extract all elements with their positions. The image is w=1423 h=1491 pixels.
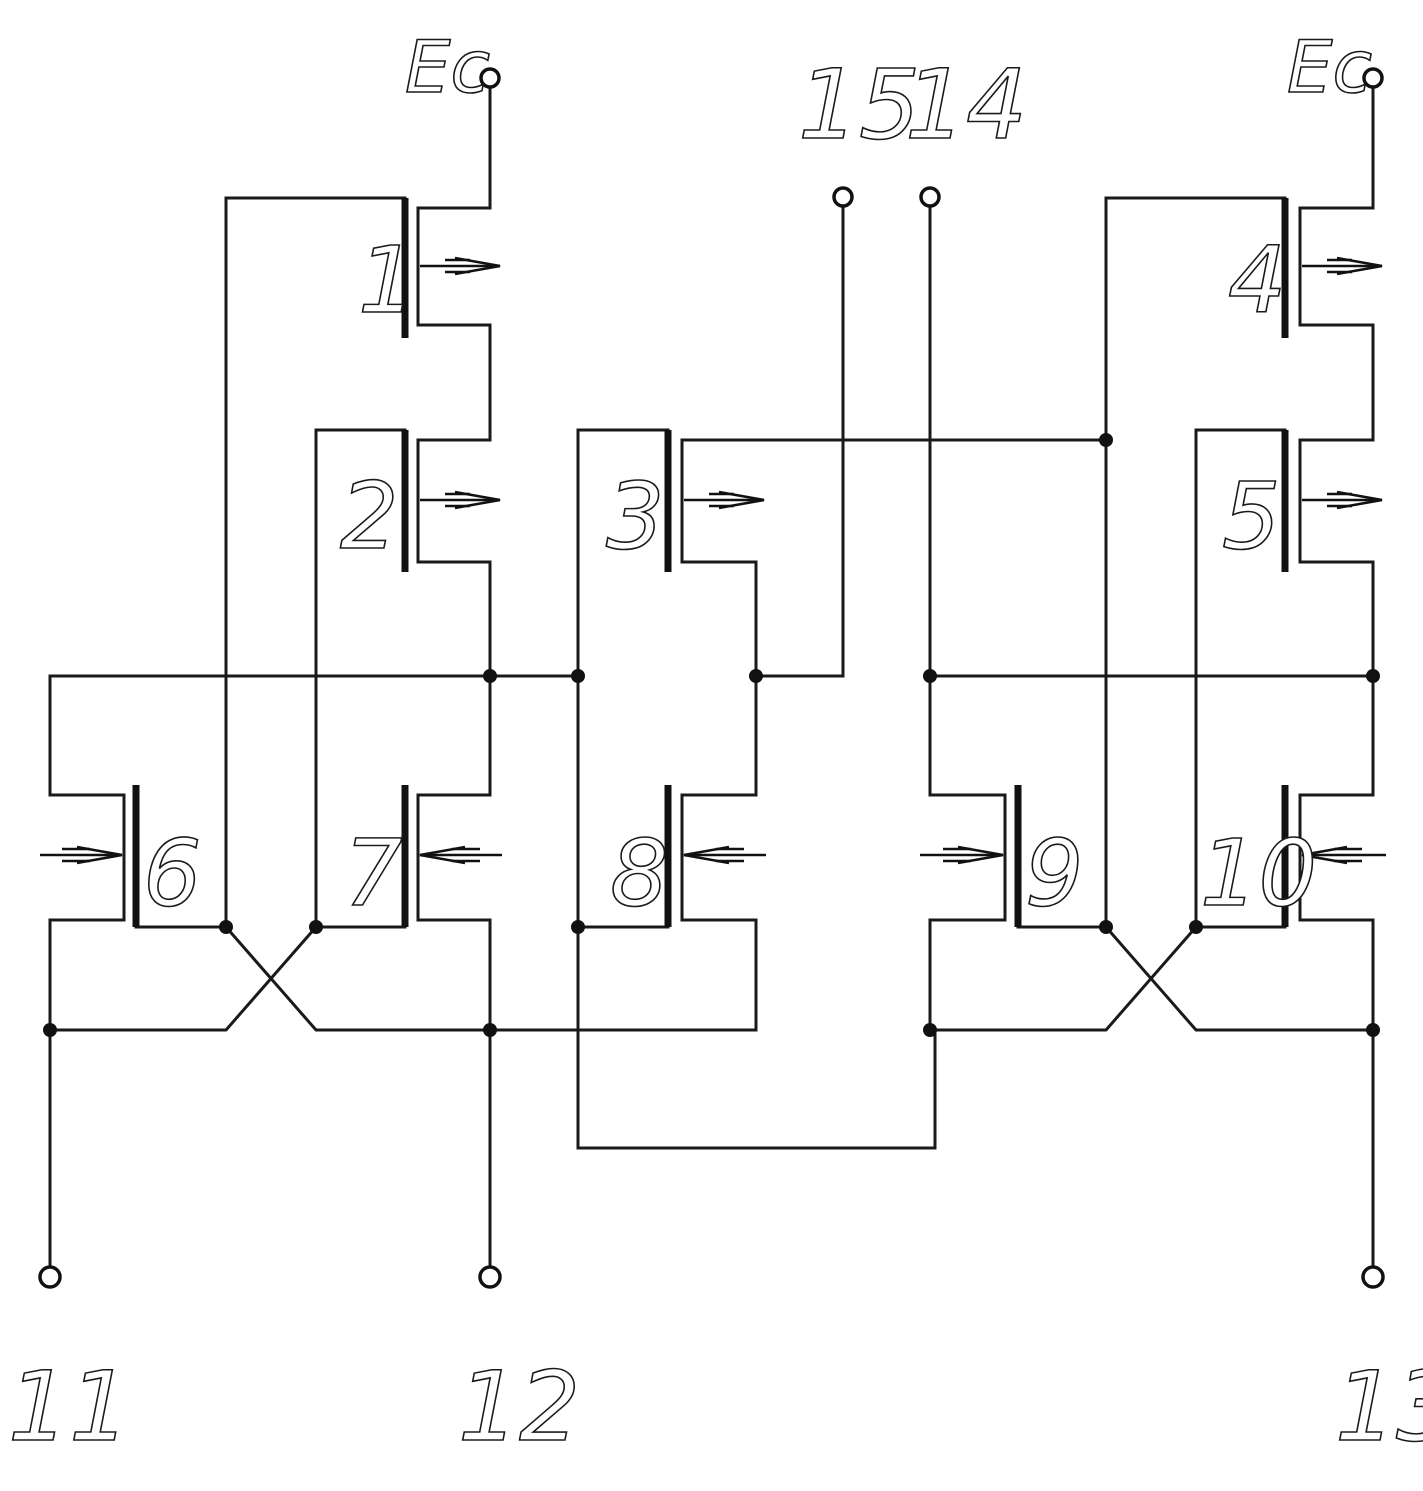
terminal-label-13: 13 xyxy=(1335,1351,1423,1463)
junction-dot xyxy=(309,920,323,934)
supply-label-left: Ec xyxy=(405,25,490,109)
transistor-label-2: 2 xyxy=(340,463,399,570)
wire-cross-right-b xyxy=(930,927,1196,1030)
junction-dot xyxy=(483,1023,497,1037)
wire-t9-drain xyxy=(930,676,1005,820)
terminal-15 xyxy=(834,188,852,206)
wire-t9-source xyxy=(930,888,1005,1030)
junction-dot xyxy=(1366,669,1380,683)
wire-t7-source xyxy=(418,888,490,1030)
transistor-labels: 1 2 3 4 5 6 7 8 9 10 xyxy=(143,227,1317,927)
transistor-label-7: 7 xyxy=(344,820,403,927)
wire-t5-source xyxy=(1300,537,1373,676)
transistor-label-6: 6 xyxy=(143,820,202,927)
arrow-t8 xyxy=(684,847,766,863)
wire-t8-drain xyxy=(682,676,756,820)
terminal-label-11: 11 xyxy=(8,1351,130,1463)
junction-dot xyxy=(1099,920,1113,934)
wire-cross-left-a xyxy=(226,927,490,1030)
wire-t10-drain xyxy=(1300,676,1373,820)
wire-t4-t5 xyxy=(1300,300,1373,465)
wire-t6-source xyxy=(50,888,124,1030)
junction-dot xyxy=(923,669,937,683)
arrow-t2 xyxy=(420,492,500,508)
channels xyxy=(124,232,1300,888)
junction-dot xyxy=(571,920,585,934)
terminal-13 xyxy=(1363,1267,1383,1287)
junction-dot xyxy=(483,669,497,683)
wire-cross-left-b xyxy=(50,927,316,1030)
wire-term15 xyxy=(756,208,843,676)
supply-label-right: Ec xyxy=(1287,25,1372,109)
transistor-label-8: 8 xyxy=(610,820,669,927)
transistor-label-10: 10 xyxy=(1200,820,1317,927)
wire-cross-right-a xyxy=(1106,927,1373,1030)
arrow-t3 xyxy=(684,492,764,508)
terminal-label-12: 12 xyxy=(458,1351,580,1463)
junction-dot xyxy=(923,1023,937,1037)
arrow-t1 xyxy=(420,258,500,274)
junction-dot xyxy=(571,669,585,683)
arrow-t9 xyxy=(920,847,1003,863)
wire-t6-drain xyxy=(50,676,124,820)
wire-t1-t2 xyxy=(418,300,490,465)
terminal-14 xyxy=(921,188,939,206)
transistor-label-3: 3 xyxy=(606,463,665,570)
wire-ec-right xyxy=(1300,88,1373,232)
terminal-11 xyxy=(40,1267,60,1287)
arrow-t4 xyxy=(1302,258,1382,274)
transistor-label-9: 9 xyxy=(1025,820,1084,927)
transistor-label-5: 5 xyxy=(1222,463,1281,570)
junction-dot xyxy=(749,669,763,683)
transistor-label-1: 1 xyxy=(358,227,417,334)
wire-t3-source xyxy=(682,537,756,676)
terminal-label-14: 14 xyxy=(905,49,1027,161)
wire-t3-drain xyxy=(682,440,1106,465)
terminal-label-15: 15 xyxy=(798,49,920,161)
terminal-circles xyxy=(40,69,1383,1287)
wire-t7-drain xyxy=(418,676,490,820)
transistor-label-4: 4 xyxy=(1228,227,1287,334)
arrow-t6 xyxy=(40,847,122,863)
junction-dot xyxy=(219,920,233,934)
junction-dot xyxy=(1099,433,1113,447)
wires xyxy=(50,88,1373,1265)
terminal-labels: Ec Ec 15 14 11 12 13 xyxy=(8,25,1423,1463)
junction-dot xyxy=(43,1023,57,1037)
terminal-12 xyxy=(480,1267,500,1287)
junction-dot xyxy=(1366,1023,1380,1037)
wire-t2-nodeA xyxy=(418,537,490,676)
arrow-t5 xyxy=(1302,492,1382,508)
wire-ec-left xyxy=(418,88,490,232)
arrow-t7 xyxy=(420,847,502,863)
